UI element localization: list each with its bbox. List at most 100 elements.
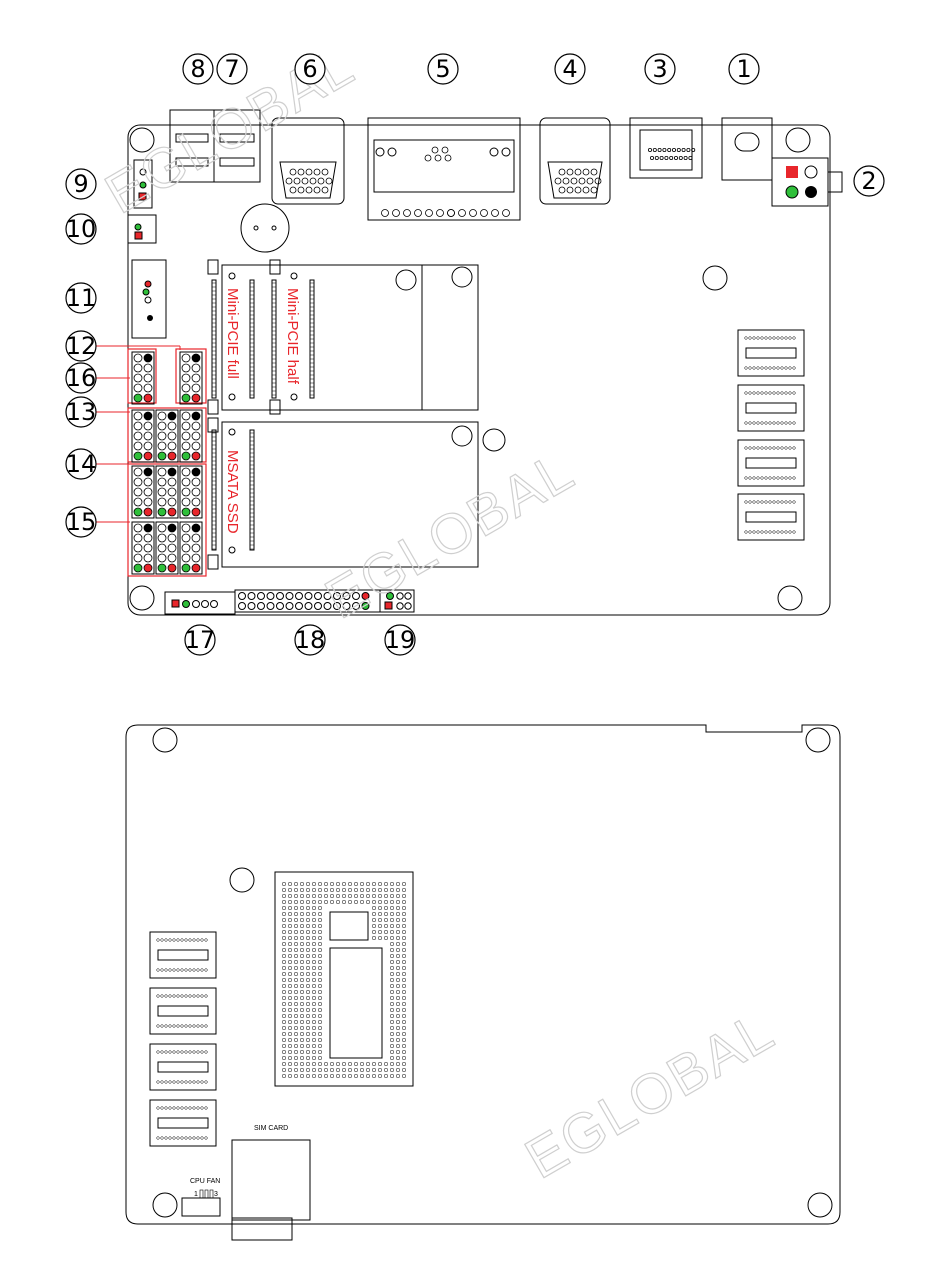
sodimm-pin <box>788 421 792 425</box>
bga-ball <box>401 1031 407 1037</box>
sodimm-pin <box>200 1136 204 1140</box>
header-pin <box>157 441 167 451</box>
bga-ball <box>287 1067 293 1073</box>
sodimm-pin <box>752 476 756 480</box>
sodimm-pin <box>760 366 764 370</box>
header-pin <box>191 507 201 517</box>
sodimm-pin <box>784 530 788 534</box>
bga-ball <box>359 1061 365 1067</box>
sodimm-pin <box>792 530 796 534</box>
usb-inner <box>219 133 255 143</box>
bga-ball <box>311 917 317 923</box>
header-pin <box>191 563 201 573</box>
callout-number: 14 <box>66 450 97 478</box>
sodimm-pin <box>748 530 752 534</box>
sodimm-block <box>149 987 217 1035</box>
sodimm-pin <box>164 994 168 998</box>
header-pin <box>295 602 303 610</box>
sodimm-pin <box>764 336 768 340</box>
pin-header <box>179 409 203 463</box>
sodimm-pin <box>784 500 788 504</box>
bga-ball <box>299 983 305 989</box>
bga-ball <box>389 923 395 929</box>
header-pin <box>157 523 167 533</box>
sodimm-pin <box>792 366 796 370</box>
bga-ball <box>311 1073 317 1079</box>
connector-pin <box>566 186 574 194</box>
bga-ball <box>293 977 299 983</box>
bga-ball <box>287 923 293 929</box>
header-pin <box>143 411 153 421</box>
sodimm-pin <box>760 476 764 480</box>
sodimm-pin <box>204 1136 208 1140</box>
sodimm-pin <box>188 1050 192 1054</box>
bga-ball <box>299 1055 305 1061</box>
sodimm-pin <box>780 421 784 425</box>
header-pin <box>304 592 313 600</box>
connector-pin <box>381 209 389 217</box>
sodimm-pin <box>764 366 768 370</box>
bga-ball <box>299 905 305 911</box>
header-pin <box>157 477 167 487</box>
bga-ball <box>395 959 401 965</box>
bga-ball <box>287 971 293 977</box>
sodimm-pin <box>756 421 760 425</box>
bga-ball <box>317 965 323 971</box>
header-pin <box>191 353 201 363</box>
sodimm-pin <box>748 366 752 370</box>
sodimm-pin <box>772 476 776 480</box>
header-pin <box>167 523 177 533</box>
bga-ball <box>293 1007 299 1013</box>
connector-pin <box>686 147 691 152</box>
bga-ball <box>335 1061 341 1067</box>
msata-ssd-label: MSATA SSD <box>224 450 241 534</box>
fan-pin <box>204 1189 209 1199</box>
sodimm-block <box>149 931 217 979</box>
header-pin <box>181 507 191 517</box>
bga-ball <box>401 929 407 935</box>
bga-ball <box>305 1061 311 1067</box>
header-pin <box>247 602 256 610</box>
bga-ball <box>311 1025 317 1031</box>
pin-header <box>155 409 179 463</box>
bga-ball <box>317 983 323 989</box>
bga-ball <box>377 929 383 935</box>
bga-ball <box>287 977 293 983</box>
bga-ball <box>395 977 401 983</box>
sodimm-pin <box>172 968 176 972</box>
header-pin <box>133 487 143 497</box>
callout-11: 11 <box>65 282 97 314</box>
bga-ball <box>389 1043 395 1049</box>
sodimm-pin <box>184 968 188 972</box>
bga-ball <box>287 959 293 965</box>
header-pin <box>167 431 177 441</box>
header-pin <box>181 353 191 363</box>
callout-number: 16 <box>66 364 97 392</box>
bga-ball <box>317 887 323 893</box>
bga-ball <box>293 947 299 953</box>
sodimm-pin <box>196 1024 200 1028</box>
slot-hole <box>228 272 236 280</box>
bga-ball <box>401 947 407 953</box>
bga-ball <box>293 959 299 965</box>
bga-ball <box>293 929 299 935</box>
sodimm-pin <box>776 336 780 340</box>
callout-number: 12 <box>66 332 97 360</box>
mounting-hole <box>807 1192 833 1218</box>
bga-ball <box>377 887 383 893</box>
bga-ball <box>293 953 299 959</box>
bga-ball <box>323 881 329 887</box>
bga-ball <box>401 935 407 941</box>
callout-number: 7 <box>224 55 239 83</box>
bga-ball <box>281 887 287 893</box>
bga-ball <box>299 1073 305 1079</box>
bga-ball <box>293 917 299 923</box>
bga-ball <box>287 1073 293 1079</box>
bga-ball <box>389 1019 395 1025</box>
bga-ball <box>389 1049 395 1055</box>
bga-ball <box>281 947 287 953</box>
pin-header <box>179 351 203 405</box>
header-pin <box>167 451 177 461</box>
header-pin <box>143 431 153 441</box>
header-pin <box>323 602 332 610</box>
